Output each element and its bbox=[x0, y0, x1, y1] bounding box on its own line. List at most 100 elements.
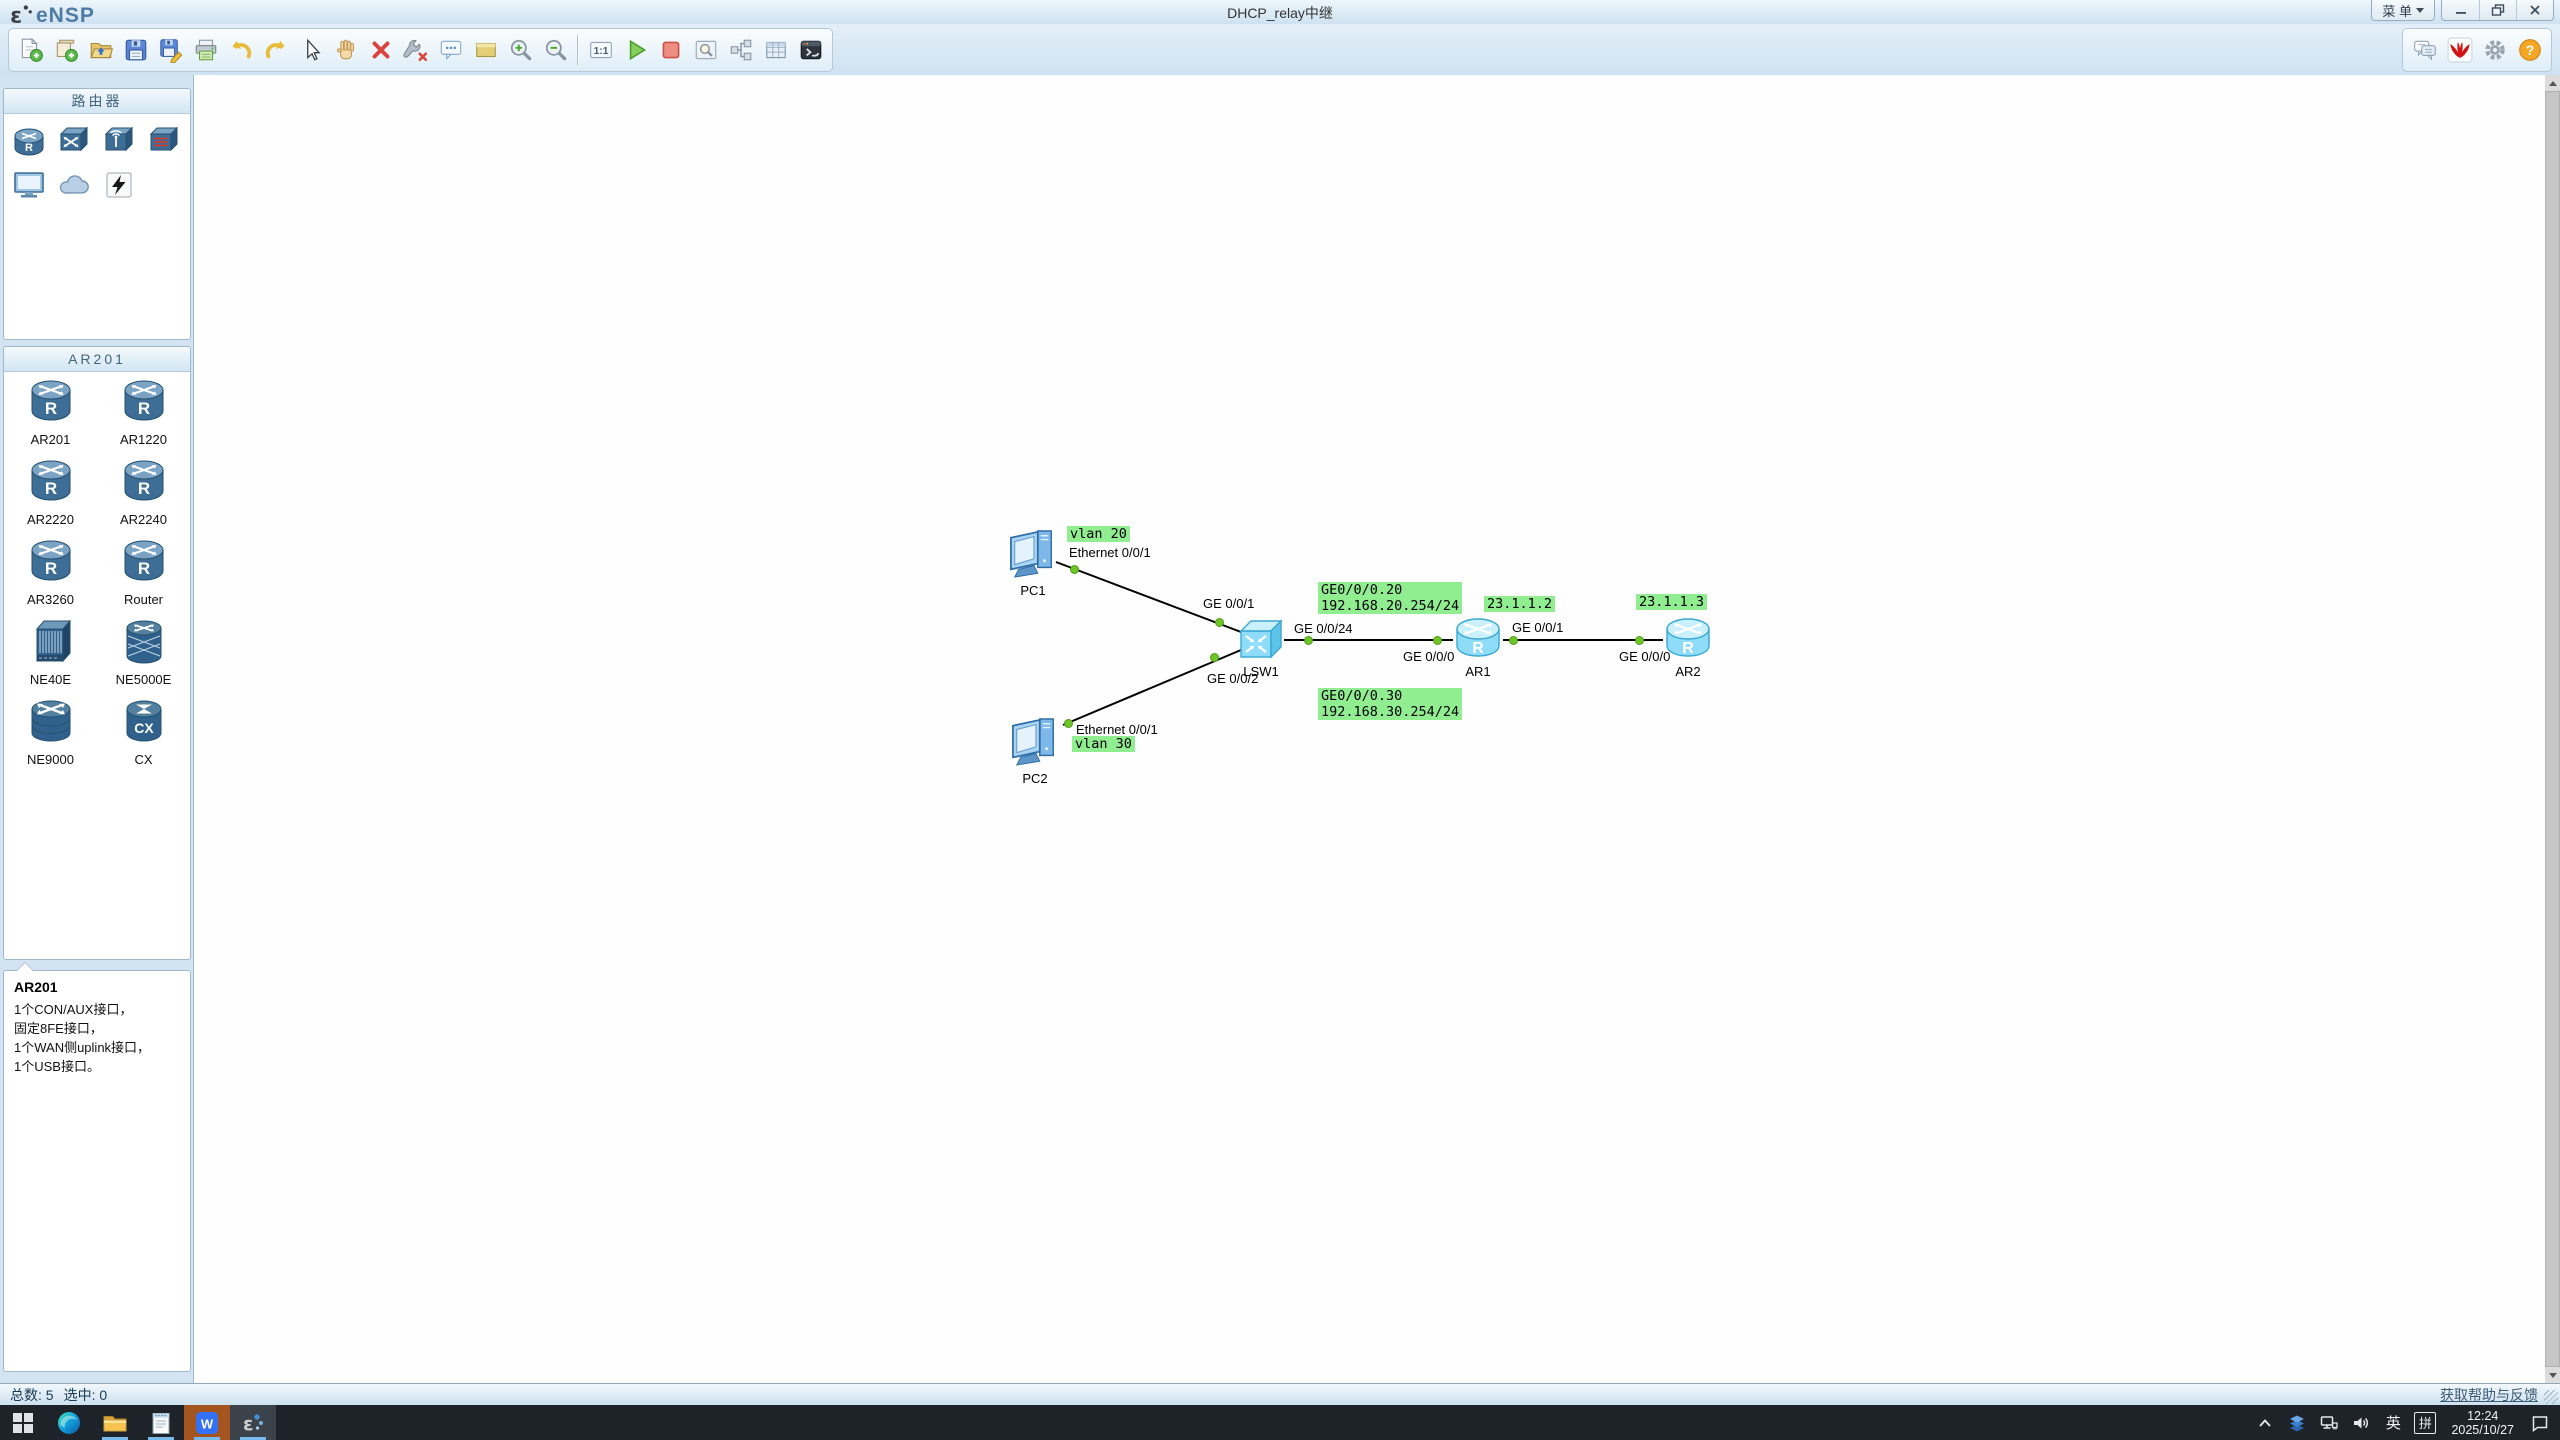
select-icon bbox=[306, 38, 321, 61]
ensp-app-icon: ε bbox=[243, 1413, 263, 1435]
taskbar-wps-button[interactable]: W bbox=[184, 1405, 230, 1440]
toolbar-right-group: ? bbox=[2402, 28, 2552, 72]
settings-button[interactable] bbox=[2477, 32, 2512, 68]
new-topo-button[interactable] bbox=[13, 32, 48, 68]
taskbar-edge-button[interactable] bbox=[46, 1405, 92, 1440]
ime-mode-indicator[interactable]: 拼 bbox=[2411, 1405, 2439, 1440]
restore-icon bbox=[2491, 4, 2505, 16]
console-button[interactable] bbox=[793, 32, 828, 68]
topo-overview-button[interactable] bbox=[723, 32, 758, 68]
tray-network-icon[interactable] bbox=[2315, 1405, 2343, 1440]
pan-button[interactable] bbox=[328, 32, 363, 68]
zoom-out-button[interactable] bbox=[538, 32, 573, 68]
restore-button[interactable] bbox=[2479, 0, 2516, 20]
port-status-dot bbox=[1508, 635, 1518, 645]
taskbar-clock[interactable]: 12:24 2025/10/27 bbox=[2443, 1409, 2522, 1437]
start-button[interactable] bbox=[0, 1405, 46, 1440]
help-feedback-link[interactable]: 获取帮助与反馈 bbox=[2440, 1387, 2538, 1403]
svg-text:ε: ε bbox=[10, 3, 22, 26]
device-item-label: NE9000 bbox=[27, 752, 74, 767]
redo-button[interactable] bbox=[258, 32, 293, 68]
delete-button[interactable] bbox=[363, 32, 398, 68]
undo-button[interactable] bbox=[223, 32, 258, 68]
scrollbar-thumb[interactable] bbox=[2545, 91, 2560, 1367]
device-item-label: AR1220 bbox=[120, 432, 167, 447]
menu-button[interactable]: 菜 单 bbox=[2371, 0, 2435, 21]
svg-text:R: R bbox=[1472, 640, 1484, 657]
tray-volume-icon[interactable] bbox=[2347, 1405, 2375, 1440]
router-device-icon: R bbox=[29, 537, 73, 590]
device-item-ne9000[interactable]: NE9000 bbox=[4, 692, 97, 772]
save-button[interactable] bbox=[118, 32, 153, 68]
category-icon-list: R bbox=[4, 114, 190, 212]
zoom-in-button[interactable] bbox=[503, 32, 538, 68]
huawei-button[interactable] bbox=[2442, 32, 2477, 68]
annotation-label: vlan 30 bbox=[1072, 736, 1135, 752]
notification-center-icon[interactable] bbox=[2526, 1405, 2554, 1440]
scroll-up-button[interactable] bbox=[2545, 75, 2560, 91]
close-button[interactable] bbox=[2516, 0, 2553, 20]
packet-capture-button[interactable] bbox=[688, 32, 723, 68]
ime-language-indicator[interactable]: 英 bbox=[2385, 1415, 2401, 1432]
category-firewall-button[interactable] bbox=[141, 119, 186, 163]
stop-device-button[interactable] bbox=[653, 32, 688, 68]
category-connection-button[interactable] bbox=[96, 163, 141, 207]
new-text-button[interactable] bbox=[48, 32, 83, 68]
help-button[interactable]: ? bbox=[2512, 32, 2547, 68]
device-item-ne5000e[interactable]: NE5000E bbox=[97, 612, 190, 692]
taskbar-ensp-button[interactable]: ε bbox=[230, 1405, 276, 1440]
resize-grip[interactable] bbox=[2544, 1390, 2558, 1404]
print-button[interactable] bbox=[188, 32, 223, 68]
taskbar-notepad-button[interactable] bbox=[138, 1405, 184, 1440]
device-item-ne40e[interactable]: NE40E bbox=[4, 612, 97, 692]
start-device-button[interactable] bbox=[618, 32, 653, 68]
svg-text:?: ? bbox=[2525, 42, 2534, 58]
tray-chevron-up-icon[interactable] bbox=[2251, 1405, 2279, 1440]
device-grid-button[interactable] bbox=[758, 32, 793, 68]
category-terminal-button[interactable] bbox=[6, 163, 51, 207]
node-PC2[interactable]: PC2 bbox=[1011, 715, 1059, 786]
note-button[interactable] bbox=[468, 32, 503, 68]
category-switch-button[interactable] bbox=[51, 119, 96, 163]
feedback-button[interactable] bbox=[2407, 32, 2442, 68]
port-status-dot bbox=[1214, 617, 1224, 627]
category-router-button[interactable]: R bbox=[6, 119, 51, 163]
select-button[interactable] bbox=[293, 32, 328, 68]
tray-app-stack-icon[interactable] bbox=[2283, 1405, 2311, 1440]
link-PC1-LSW1[interactable] bbox=[1055, 561, 1242, 633]
delete-config-button[interactable] bbox=[398, 32, 433, 68]
save-as-button[interactable] bbox=[153, 32, 188, 68]
port-status-dot bbox=[1209, 652, 1219, 662]
taskbar-explorer-button[interactable] bbox=[92, 1405, 138, 1440]
svg-text:R: R bbox=[1682, 640, 1694, 657]
undo-icon bbox=[231, 40, 251, 59]
pc-node-icon bbox=[1012, 718, 1054, 766]
scroll-down-button[interactable] bbox=[2545, 1367, 2560, 1383]
save-icon bbox=[125, 39, 146, 61]
node-PC1[interactable]: PC1 bbox=[1009, 527, 1057, 598]
category-wlan-button[interactable] bbox=[96, 119, 141, 163]
description-line: 1个WAN侧uplink接口， bbox=[14, 1039, 151, 1055]
annotation-label: GE0/0/0.30 192.168.30.254/24 bbox=[1318, 688, 1463, 720]
vertical-scrollbar[interactable] bbox=[2545, 75, 2560, 1383]
minimize-button[interactable] bbox=[2442, 0, 2479, 20]
open-button[interactable] bbox=[83, 32, 118, 68]
node-LSW1[interactable]: LSW1 bbox=[1238, 618, 1284, 679]
description-line: 1个CON/AUX接口， bbox=[14, 1002, 133, 1017]
link-PC2-LSW1[interactable] bbox=[1062, 649, 1242, 726]
category-other-button[interactable] bbox=[51, 163, 96, 207]
zoom-reset-button[interactable]: 1:1 bbox=[583, 32, 618, 68]
text-button[interactable] bbox=[433, 32, 468, 68]
